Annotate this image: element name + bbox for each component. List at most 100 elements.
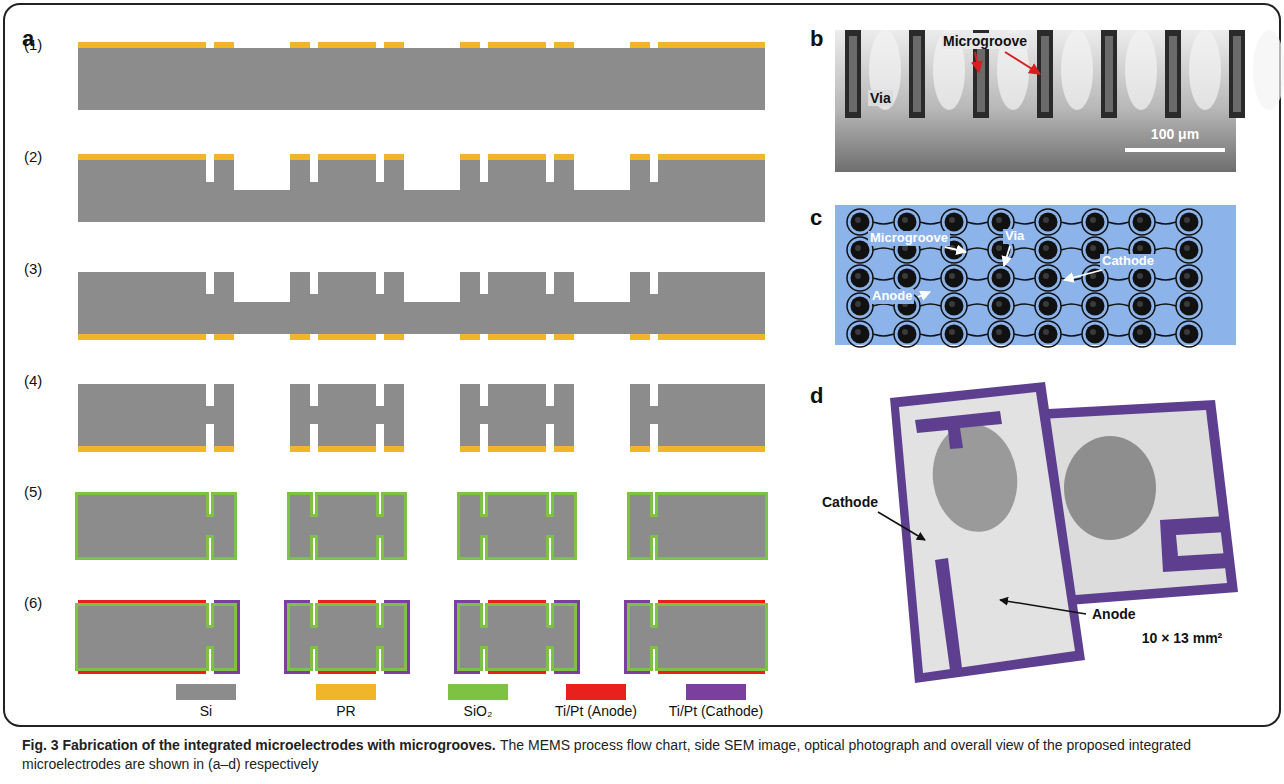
microgroove-wall xyxy=(1041,36,1049,112)
via-highlight xyxy=(996,329,1002,335)
legend-label: PR xyxy=(336,703,355,719)
figure-caption: Fig. 3 Fabrication of the integrated mic… xyxy=(22,736,1262,774)
microgroove-line xyxy=(873,334,894,336)
leader-arrow xyxy=(878,512,925,540)
oxide-layer xyxy=(376,646,384,671)
etched-region xyxy=(237,491,287,561)
via-hole xyxy=(851,297,870,316)
microgroove-ring xyxy=(894,321,920,347)
via-highlight xyxy=(1184,273,1190,279)
etched-region xyxy=(234,160,290,190)
via-highlight xyxy=(949,217,955,223)
via-highlight xyxy=(1090,273,1096,279)
via-highlight xyxy=(902,217,908,223)
photoresist-layer xyxy=(78,334,206,340)
callout-label: Cathode xyxy=(820,494,880,510)
microelectrode-array xyxy=(1064,436,1156,540)
step-number: (4) xyxy=(24,372,42,389)
via-hole xyxy=(1133,325,1152,344)
etched-region xyxy=(376,160,384,182)
etched-region xyxy=(650,424,658,446)
etched-region xyxy=(650,384,658,406)
cathode-metal xyxy=(384,600,410,603)
microgroove-line xyxy=(920,248,941,250)
via-highlight xyxy=(1184,301,1190,307)
via-hole xyxy=(1180,269,1199,288)
chip-slot xyxy=(915,411,1002,449)
microgroove-line xyxy=(1014,304,1035,306)
microgroove-line xyxy=(873,278,894,280)
step-number: (2) xyxy=(24,148,42,165)
cross-section xyxy=(75,600,768,674)
oxide-layer xyxy=(546,646,554,671)
via-hole xyxy=(1039,241,1058,260)
via-hole xyxy=(851,213,870,232)
microgroove-line xyxy=(967,334,988,336)
photoresist-layer xyxy=(290,334,310,340)
cathode-metal xyxy=(624,600,627,674)
microgroove-wall xyxy=(1105,36,1113,112)
via-hole xyxy=(1180,213,1199,232)
oxide-layer xyxy=(75,492,768,560)
cathode-metal xyxy=(454,600,480,603)
etched-region xyxy=(480,424,488,446)
cross-section xyxy=(78,384,765,452)
microgroove-ring xyxy=(1082,209,1108,235)
etched-region xyxy=(313,538,315,561)
via-hole xyxy=(898,269,917,288)
oxide-layer xyxy=(75,603,768,671)
photoresist-layer xyxy=(460,42,480,48)
anode-metal xyxy=(658,600,765,603)
etched-region xyxy=(206,424,214,446)
photoresist-layer xyxy=(214,334,234,340)
photoresist-layer xyxy=(630,154,650,160)
oxide-layer xyxy=(310,535,318,560)
microelectrode-array xyxy=(926,419,1024,538)
legend-label: Ti/Pt (Anode) xyxy=(555,703,637,719)
photoresist-layer xyxy=(318,334,376,340)
anode-metal xyxy=(488,600,546,603)
via-highlight xyxy=(902,329,908,335)
etched-region xyxy=(404,160,460,190)
leader-arrow xyxy=(1064,270,1102,280)
microgroove-ring xyxy=(1129,293,1155,319)
microgroove-ring xyxy=(1035,265,1061,291)
etched-region xyxy=(574,384,630,446)
cathode-metal xyxy=(454,671,480,674)
microgroove-line xyxy=(1155,304,1176,306)
via-highlight xyxy=(1090,217,1096,223)
via-highlight xyxy=(1184,329,1190,335)
etched-region xyxy=(234,272,290,302)
via-highlight xyxy=(1090,245,1096,251)
via-hole xyxy=(851,241,870,260)
cathode-metal xyxy=(284,600,287,674)
via-hole xyxy=(851,269,870,288)
photoresist-layer xyxy=(460,446,480,452)
etched-region xyxy=(407,602,457,672)
photoresist-layer xyxy=(78,42,206,48)
oxide-layer xyxy=(376,492,384,517)
dimension-label: 10 × 13 mm² xyxy=(1142,630,1223,646)
anode-metal xyxy=(488,671,546,674)
chip-photo xyxy=(878,382,1238,683)
etched-region xyxy=(483,602,485,625)
microgroove-wall xyxy=(1165,30,1181,118)
microgroove-ring xyxy=(1082,321,1108,347)
via-highlight xyxy=(855,245,861,251)
microgroove-line xyxy=(1061,304,1082,306)
panel-letter: b xyxy=(810,26,823,51)
cross-section xyxy=(75,491,768,561)
chip-slot xyxy=(1160,516,1229,572)
callout-label: Via xyxy=(868,90,893,106)
etched-region xyxy=(480,272,488,294)
via-hole xyxy=(945,297,964,316)
microgroove-line xyxy=(1108,278,1129,280)
etched-region xyxy=(209,538,211,561)
microgroove-line xyxy=(1155,222,1176,224)
etched-region xyxy=(209,649,211,672)
via-hole xyxy=(945,325,964,344)
etched-region xyxy=(209,602,211,625)
photoresist-layer xyxy=(554,154,574,160)
callout-label: Anode xyxy=(1090,606,1138,622)
leader-arrow xyxy=(975,52,979,72)
